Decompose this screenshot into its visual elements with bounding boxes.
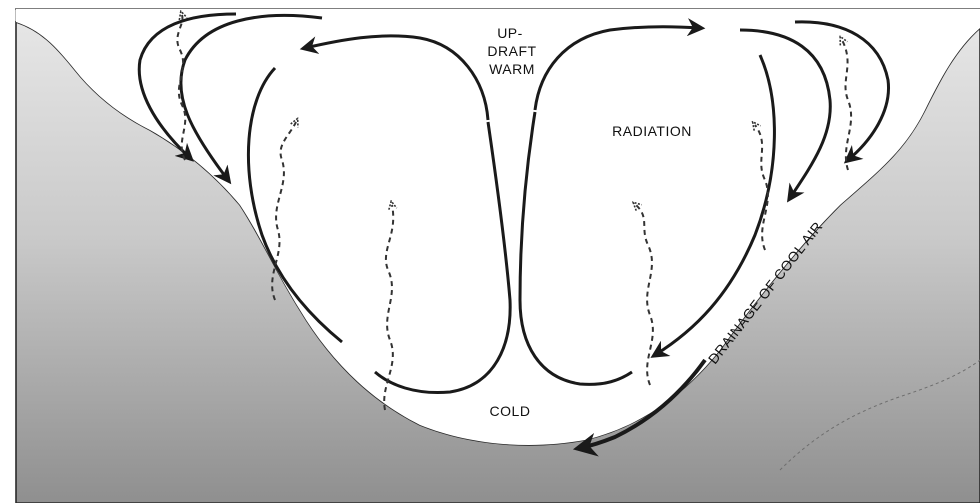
updraft-label-line2: DRAFT xyxy=(487,43,536,59)
cold-label: COLD xyxy=(490,403,531,419)
updraft-label-line1: UP- xyxy=(497,25,523,41)
radiation-label: RADIATION xyxy=(612,123,692,139)
updraft-label-line3: WARM xyxy=(489,61,535,77)
